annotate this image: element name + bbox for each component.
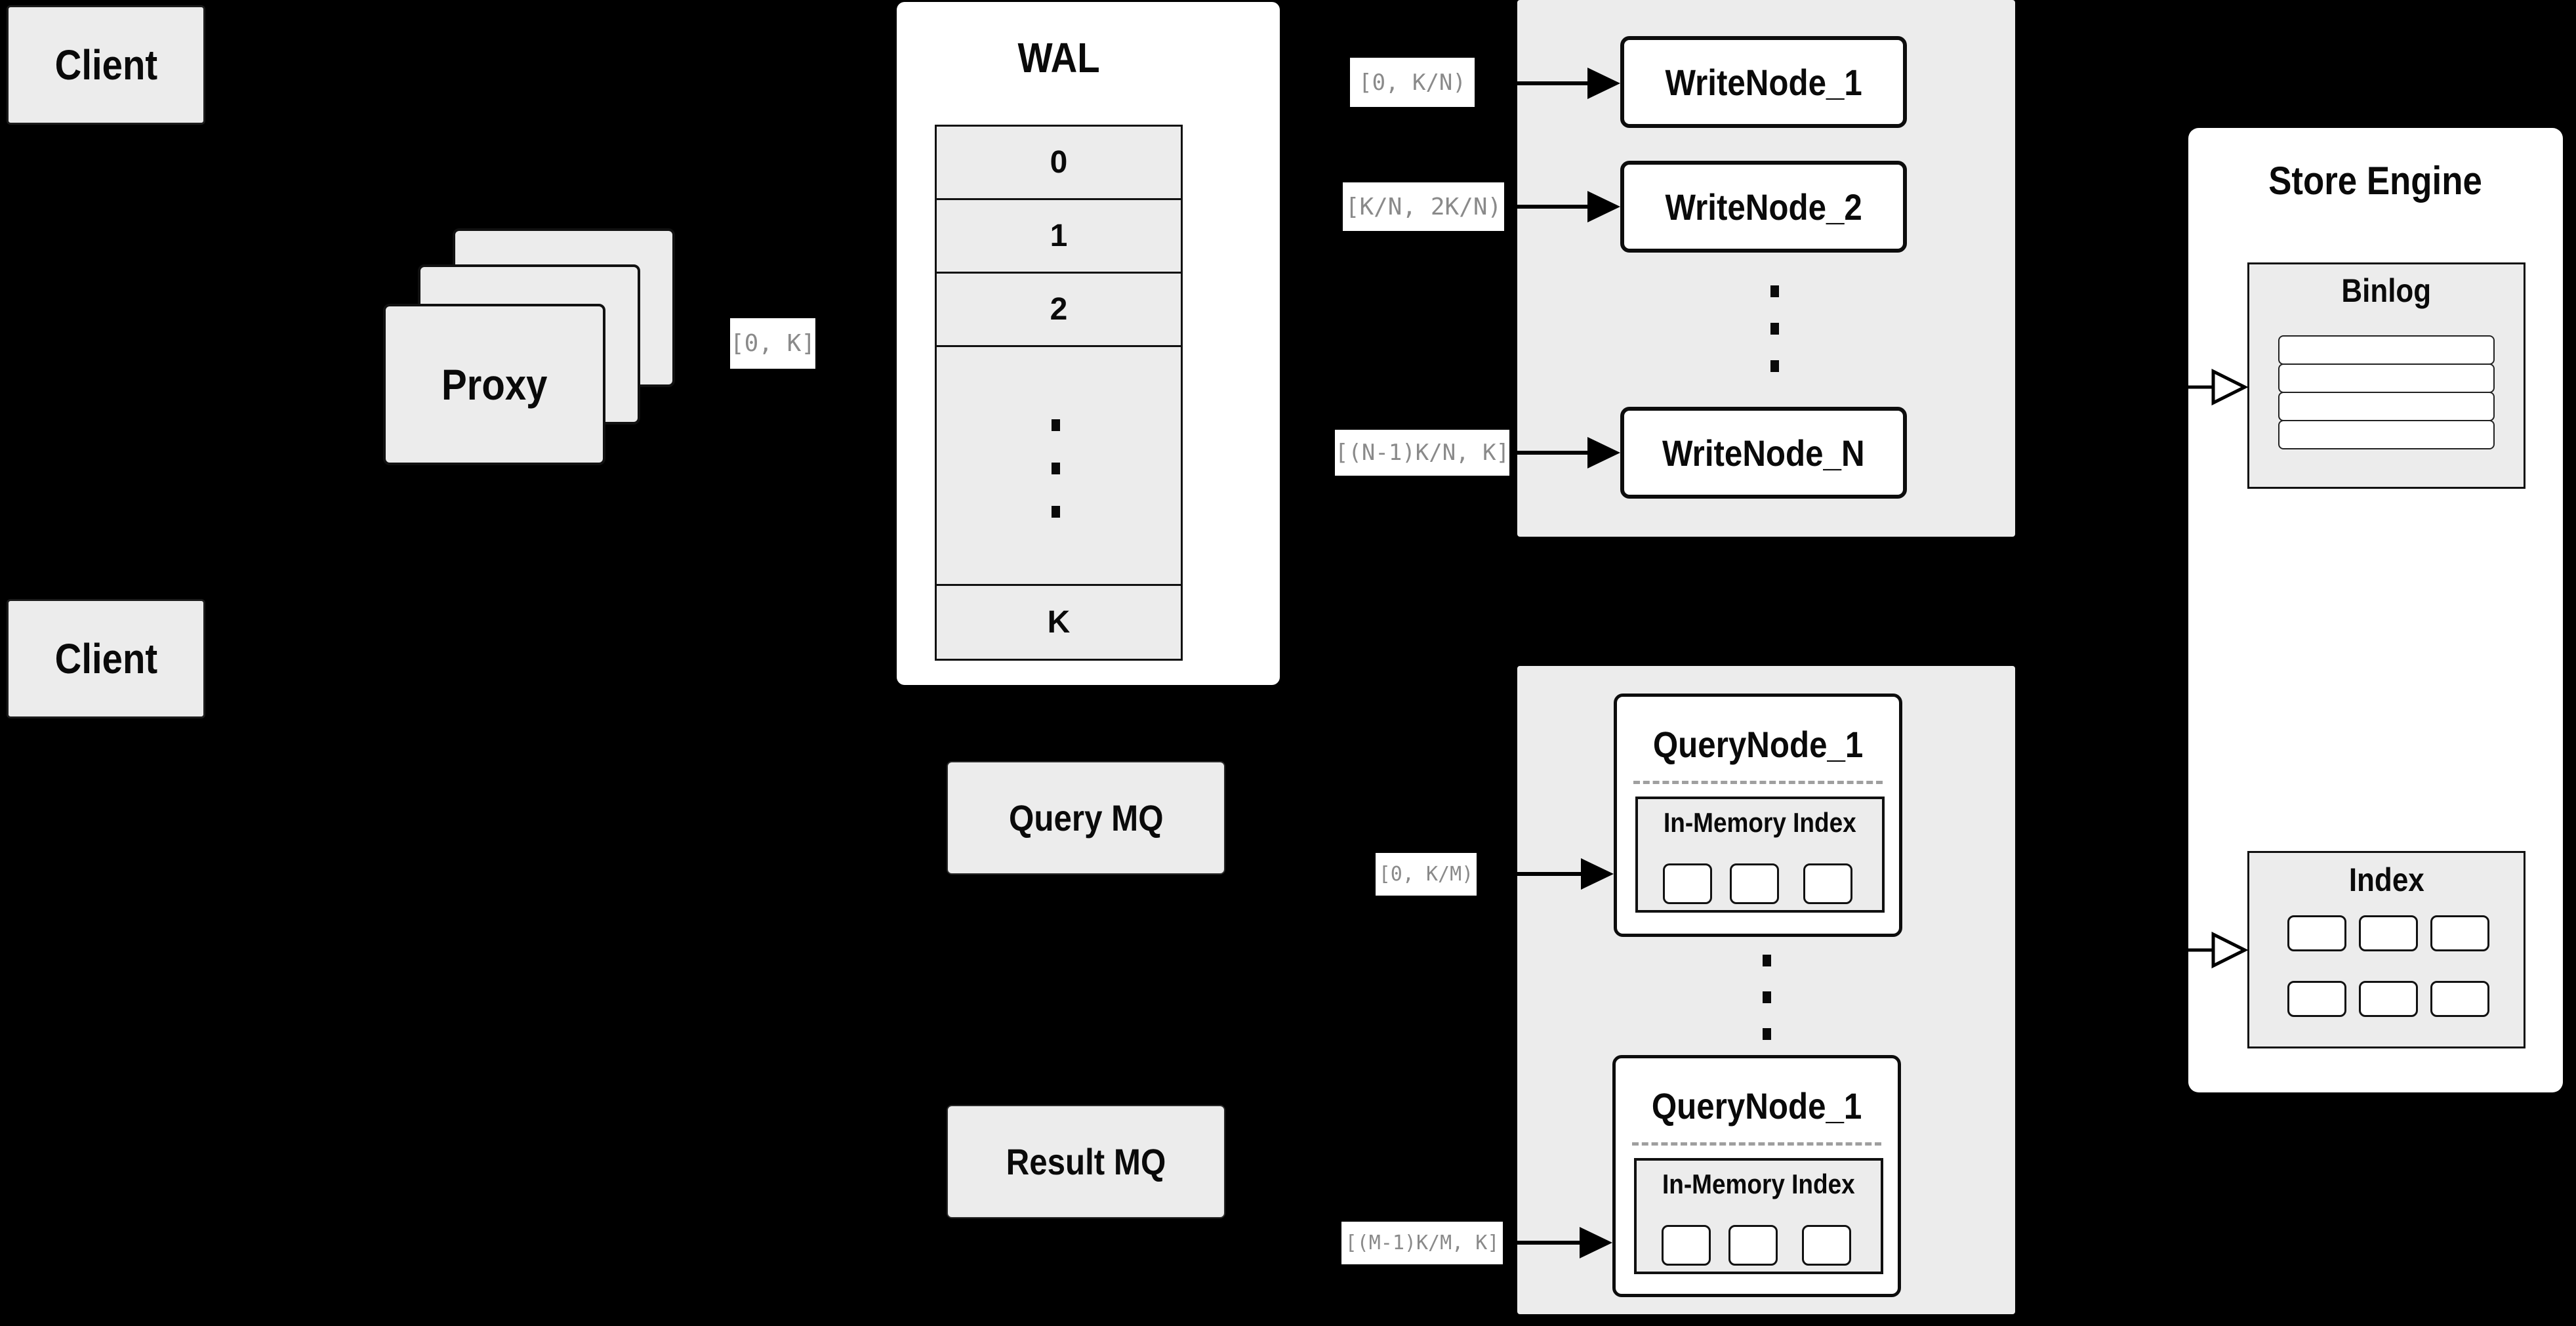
- in-memory-index-top-title-wrap: In-Memory Index: [1638, 806, 1882, 840]
- query-panel-dot-2: [1763, 991, 1771, 1003]
- wal-dot-2: [1052, 463, 1060, 474]
- wal-slot-1-label: 1: [1050, 218, 1068, 253]
- write-node-2: WriteNode_2: [1620, 161, 1907, 253]
- segment-box: [1803, 863, 1852, 904]
- store-engine-title: Store Engine: [2268, 158, 2483, 203]
- binlog-box: Binlog: [2247, 262, 2525, 489]
- in-memory-index-bottom-title: In-Memory Index: [1662, 1169, 1855, 1199]
- index-title: Index: [2348, 861, 2424, 898]
- in-memory-index-top: In-Memory Index: [1635, 797, 1885, 913]
- index-box: Index: [2247, 851, 2525, 1048]
- range-label-writenode-n: [(N-1)K/N, K]: [1335, 430, 1509, 476]
- write-panel-dot-2: [1770, 323, 1779, 335]
- range-label-writenode-2: [K/N, 2K/N): [1343, 182, 1504, 231]
- query-panel-dot-3: [1763, 1028, 1771, 1040]
- client-bottom-label: Client: [54, 635, 157, 682]
- write-node-n: WriteNode_N: [1620, 407, 1907, 499]
- index-segment: [2287, 915, 2346, 951]
- index-title-wrap: Index: [2249, 861, 2524, 899]
- wal-title: WAL: [1017, 34, 1100, 81]
- query-node-top-title-wrap: QueryNode_1: [1617, 720, 1899, 768]
- range-label-writenode-1: [0, K/N): [1350, 58, 1475, 107]
- wal-slot-1: 1: [935, 198, 1183, 274]
- index-segment: [2359, 915, 2418, 951]
- write-panel-dot-1: [1770, 285, 1779, 297]
- dashed-separator: [1633, 781, 1883, 784]
- write-node-n-label: WriteNode_N: [1662, 432, 1865, 474]
- write-node-2-label: WriteNode_2: [1665, 186, 1862, 228]
- in-memory-index-bottom-title-wrap: In-Memory Index: [1637, 1167, 1881, 1201]
- binlog-segment: [2278, 420, 2495, 449]
- proxy-card-front: Proxy: [383, 304, 605, 465]
- query-node-bottom-title-wrap: QueryNode_1: [1616, 1082, 1898, 1129]
- index-segment: [2430, 915, 2489, 951]
- in-memory-index-top-title: In-Memory Index: [1664, 807, 1856, 838]
- client-box-top: Client: [7, 5, 205, 125]
- query-panel-dot-1: [1763, 955, 1771, 966]
- query-node-top-title: QueryNode_1: [1652, 723, 1864, 765]
- wal-slot-k-label: K: [1047, 605, 1071, 640]
- query-mq-box: Query MQ: [947, 761, 1225, 875]
- segment-box: [1730, 863, 1779, 904]
- index-segment: [2359, 981, 2418, 1017]
- dashed-separator: [1632, 1142, 1881, 1146]
- index-segment: [2430, 981, 2489, 1017]
- wal-title-wrap: WAL: [935, 34, 1183, 81]
- range-label-querynode-top: [0, K/M): [1376, 853, 1477, 896]
- query-node-bottom: QueryNode_1 In-Memory Index: [1612, 1055, 1901, 1297]
- binlog-segment: [2278, 392, 2495, 421]
- binlog-segment: [2278, 363, 2495, 393]
- segment-box: [1728, 1225, 1778, 1266]
- wal-slot-k: K: [935, 584, 1183, 661]
- wal-slot-2-label: 2: [1050, 292, 1068, 327]
- in-memory-index-bottom: In-Memory Index: [1634, 1158, 1883, 1274]
- segment-box: [1663, 863, 1712, 904]
- result-mq-label: Result MQ: [1006, 1141, 1166, 1182]
- wal-slot-2: 2: [935, 272, 1183, 347]
- wal-slot-0-label: 0: [1050, 145, 1068, 180]
- binlog-title: Binlog: [2341, 272, 2432, 309]
- write-panel-dot-3: [1770, 360, 1779, 372]
- index-segment: [2287, 981, 2346, 1017]
- write-node-1: WriteNode_1: [1620, 36, 1907, 128]
- proxy-label: Proxy: [441, 360, 548, 409]
- binlog-title-wrap: Binlog: [2249, 271, 2524, 310]
- wal-ellipsis-row: [935, 345, 1183, 586]
- wal-dot-1: [1052, 419, 1060, 431]
- wal-dot-3: [1052, 506, 1060, 518]
- range-label-proxy-wal: [0, K]: [730, 318, 815, 369]
- range-label-querynode-bottom: [(M-1)K/M, K]: [1341, 1222, 1503, 1264]
- query-node-top: QueryNode_1 In-Memory Index: [1614, 694, 1902, 937]
- segment-box: [1802, 1225, 1851, 1266]
- binlog-segment: [2278, 335, 2495, 365]
- client-top-label: Client: [54, 41, 157, 89]
- store-engine-title-wrap: Store Engine: [2188, 154, 2563, 207]
- query-mq-label: Query MQ: [1008, 797, 1164, 839]
- query-node-bottom-title: QueryNode_1: [1651, 1085, 1862, 1127]
- segment-box: [1662, 1225, 1711, 1266]
- write-node-1-label: WriteNode_1: [1665, 61, 1862, 103]
- result-mq-box: Result MQ: [947, 1105, 1225, 1218]
- client-box-bottom: Client: [7, 599, 205, 718]
- wal-slot-0: 0: [935, 125, 1183, 200]
